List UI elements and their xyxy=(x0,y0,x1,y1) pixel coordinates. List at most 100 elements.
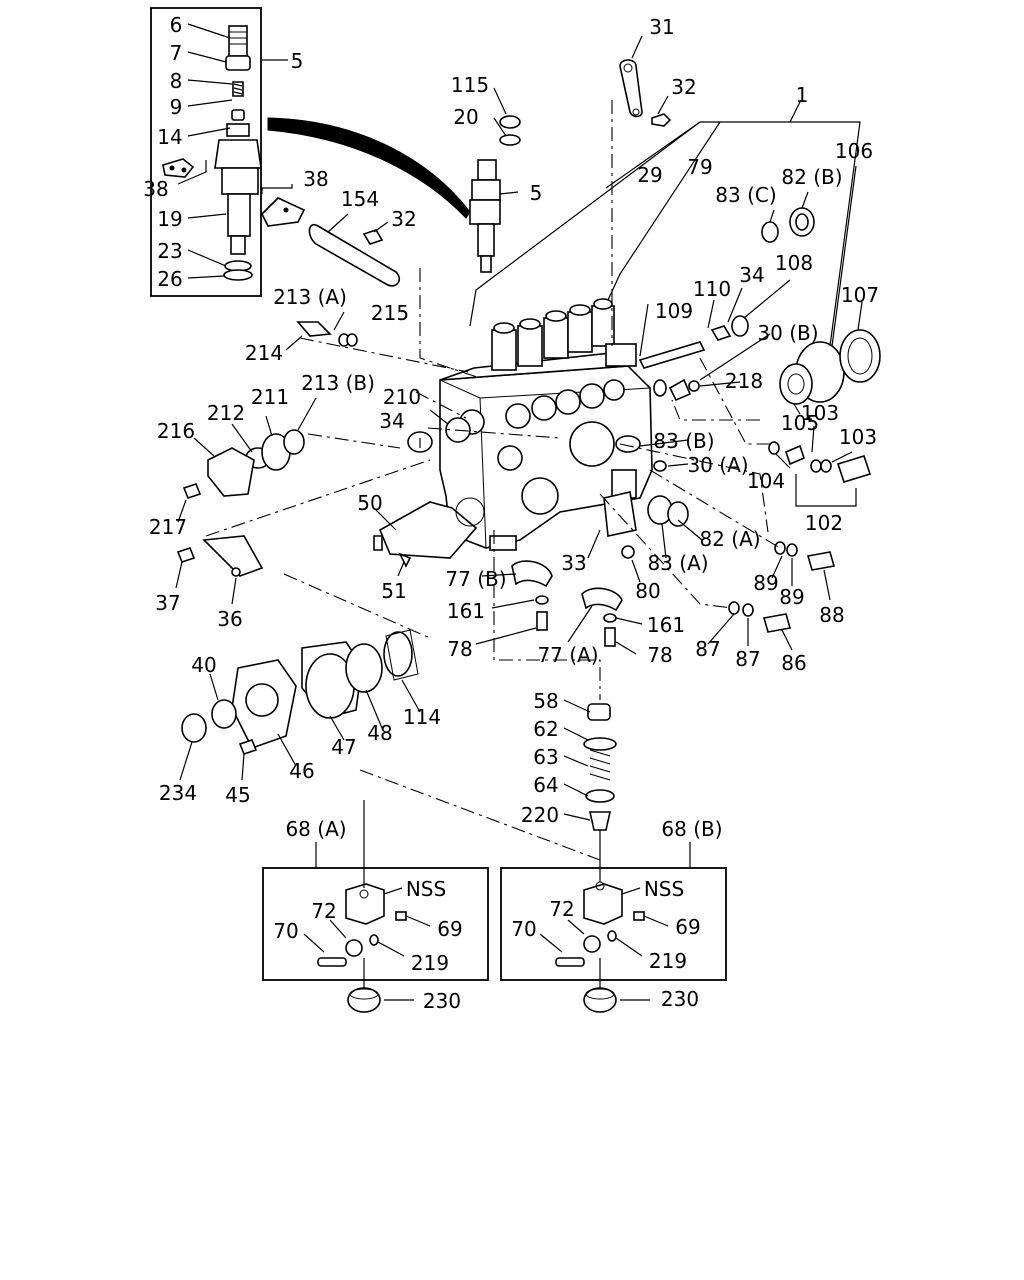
callout-88: 88 xyxy=(819,603,844,627)
callout-104: 104 xyxy=(747,469,785,493)
callout-216: 216 xyxy=(157,419,195,443)
callout-48: 48 xyxy=(367,721,392,745)
callout-211: 211 xyxy=(251,385,289,409)
callout-214: 214 xyxy=(245,341,283,365)
callout-89-a: 89 xyxy=(753,571,778,595)
callout-58: 58 xyxy=(533,689,558,713)
callout-37: 37 xyxy=(155,591,180,615)
callout-30a: 30 (A) xyxy=(687,453,748,477)
part-number-callouts: 6 7 8 9 14 5 38 38 19 23 26 31 32 115 20… xyxy=(143,13,879,1013)
pump-barrels xyxy=(491,298,615,371)
callout-210: 210 xyxy=(383,385,421,409)
callout-69-a: 69 xyxy=(437,917,462,941)
callout-218: 218 xyxy=(725,369,763,393)
callout-6: 6 xyxy=(170,13,183,37)
callout-68b: 68 (B) xyxy=(661,817,722,841)
callout-32-top: 32 xyxy=(671,75,696,99)
callout-50: 50 xyxy=(357,491,382,515)
callout-8: 8 xyxy=(170,69,183,93)
callout-102: 102 xyxy=(805,511,843,535)
detail-box-68b xyxy=(500,830,727,1013)
callout-34-left: 34 xyxy=(379,409,404,433)
delivery-valve-holder-drawing xyxy=(162,25,306,281)
callout-114: 114 xyxy=(403,705,441,729)
callout-77b: 77 (B) xyxy=(445,567,506,591)
callout-63: 63 xyxy=(533,745,558,769)
callout-83c: 83 (C) xyxy=(715,183,776,207)
callout-46: 46 xyxy=(289,759,314,783)
callout-103-a: 103 xyxy=(801,401,839,425)
callout-78-right: 78 xyxy=(647,643,672,667)
callout-106: 106 xyxy=(835,139,873,163)
callout-108: 108 xyxy=(775,251,813,275)
callout-nss-b: NSS xyxy=(644,877,684,901)
callout-87-a: 87 xyxy=(695,637,720,661)
lower-center-parts xyxy=(181,560,623,831)
callout-105: 105 xyxy=(781,411,819,435)
callout-9: 9 xyxy=(170,95,183,119)
callout-213a: 213 (A) xyxy=(273,285,347,309)
callout-212: 212 xyxy=(207,401,245,425)
callout-154: 154 xyxy=(341,187,379,211)
callout-70-a: 70 xyxy=(273,919,298,943)
callout-83a: 83 (A) xyxy=(647,551,708,575)
callout-32-left: 32 xyxy=(391,207,416,231)
callout-70-b: 70 xyxy=(511,917,536,941)
callout-220: 220 xyxy=(521,803,559,827)
callout-215: 215 xyxy=(371,301,409,325)
callout-80: 80 xyxy=(635,579,660,603)
callout-110: 110 xyxy=(693,277,731,301)
callout-82b: 82 (B) xyxy=(781,165,842,189)
callout-86: 86 xyxy=(781,651,806,675)
callout-72-a: 72 xyxy=(311,899,336,923)
callout-213b: 213 (B) xyxy=(301,371,375,395)
pump-body xyxy=(439,298,653,551)
callout-219-a: 219 xyxy=(411,951,449,975)
callout-107: 107 xyxy=(841,283,879,307)
callout-36: 36 xyxy=(217,607,242,631)
callout-103-b: 103 xyxy=(839,425,877,449)
callout-161-right: 161 xyxy=(647,613,685,637)
callout-161-left: 161 xyxy=(447,599,485,623)
detail-box-68a xyxy=(262,800,489,1013)
callout-23: 23 xyxy=(157,239,182,263)
callout-230-a: 230 xyxy=(423,989,461,1013)
callout-87-b: 87 xyxy=(735,647,760,671)
assembly-center-lines xyxy=(205,100,781,861)
callout-230-b: 230 xyxy=(661,987,699,1011)
callout-33: 33 xyxy=(561,551,586,575)
top-center-parts xyxy=(469,59,672,273)
callout-1: 1 xyxy=(796,83,809,107)
nozzle-holder-inset xyxy=(150,7,306,297)
callout-5-inset: 5 xyxy=(291,49,304,73)
callout-217: 217 xyxy=(149,515,187,539)
callout-69-b: 69 xyxy=(675,915,700,939)
callout-40: 40 xyxy=(191,653,216,677)
callout-109: 109 xyxy=(655,299,693,323)
callout-64: 64 xyxy=(533,773,558,797)
callout-77a: 77 (A) xyxy=(537,643,598,667)
callout-234: 234 xyxy=(159,781,197,805)
governor-side-parts xyxy=(603,207,881,633)
callout-26: 26 xyxy=(157,267,182,291)
callout-29: 29 xyxy=(637,163,662,187)
callout-72-b: 72 xyxy=(549,897,574,921)
callout-83b: 83 (B) xyxy=(653,429,714,453)
callout-nss-a: NSS xyxy=(406,877,446,901)
callout-30b: 30 (B) xyxy=(757,321,818,345)
callout-82a: 82 (A) xyxy=(699,527,760,551)
callout-7: 7 xyxy=(170,41,183,65)
callout-68a: 68 (A) xyxy=(285,817,346,841)
callout-20: 20 xyxy=(453,105,478,129)
callout-19: 19 xyxy=(157,207,182,231)
callout-45: 45 xyxy=(225,783,250,807)
callout-38-right: 38 xyxy=(303,167,328,191)
callout-89-b: 89 xyxy=(779,585,804,609)
callout-51: 51 xyxy=(381,579,406,603)
callout-47: 47 xyxy=(331,735,356,759)
callout-38-left: 38 xyxy=(143,177,168,201)
leader-lines xyxy=(175,23,863,1001)
callout-115: 115 xyxy=(451,73,489,97)
callout-5-main: 5 xyxy=(530,181,543,205)
